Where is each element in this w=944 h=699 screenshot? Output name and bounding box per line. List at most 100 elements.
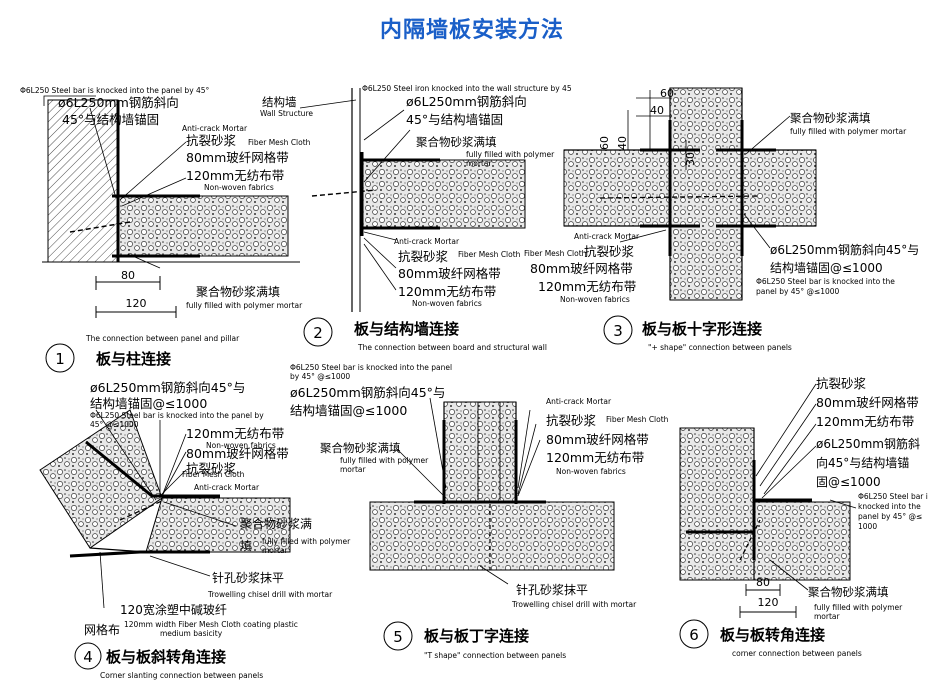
panel-1-mesh-cn: 80mm玻纤网格带 [186,150,289,165]
panel-2-wall-en: Wall Structure [260,109,313,118]
panel-4-mesh-cn: 80mm玻纤网格带 [186,446,289,461]
panel-2-mesh-en: Fiber Mesh Cloth [458,250,521,259]
panel-1-number-circle [45,343,75,373]
panel-6-caption-en: corner connection between panels [732,649,862,658]
panel-6-anticrack-cn: 抗裂砂浆 [816,376,867,391]
panel-3-number: 3 [613,322,623,340]
panel-2-caption-en: The connection between board and structu… [357,343,547,352]
panel-6-number-circle [679,619,709,649]
panel-5-mesh-cn: 80mm玻纤网格带 [546,432,649,447]
panel-6-polymer-en-2: mortar [814,612,841,621]
panel-1-polymer-en: fully filled with polymer mortar [186,301,303,310]
panel-4-number-circle [74,642,102,670]
panel-6-steel-en-2: knocked into the [858,502,921,511]
panel-3-polymer-en: fully filled with polymer mortar [790,127,907,136]
panel-6-drawing [679,383,857,618]
panel-2-mesh-cn: 80mm玻纤网格带 [398,266,501,281]
panel-2-steel-cn-1: ø6L250mm钢筋斜向 [406,94,527,109]
panel-2-number-circle [303,317,333,347]
panel-1-number: 1 [55,350,65,368]
panel-6-polymer-en-1: fully filled with polymer [814,603,903,612]
panel-6-steel-cn-3: 固@≤1000 [816,475,881,489]
panel-4-nonwoven-en: Non-woven fabrics [206,441,276,450]
panel-2-polymer-cn: 聚合物砂浆满填 [416,135,497,149]
panel-5-polymer-en-2: mortar [340,465,367,474]
panel-4-trowel-en: Trowelling chisel drill with mortar [207,590,333,599]
panel-4-steel-en-2: 45° @≤1000 [90,420,139,429]
panel-4-coat-en-1: 120mm width Fiber Mesh Cloth coating pla… [124,620,298,629]
panel-3-steel-cn-1: ø6L250mm钢筋斜向45°与 [770,242,919,257]
panel-1-polymer-cn: 聚合物砂浆满填 [196,284,280,299]
panel-5-steel-en-2: by 45° @≤1000 [290,372,350,381]
panel-5-polymer-en-1: fully filled with polymer [340,456,429,465]
panel-4-steel-en-1: Φ6L250 Steel bar is knocked into the pan… [90,411,264,420]
panel-4-coat-cn-2: 网格布 [84,622,120,637]
panel-3-dim-40: 40 [650,104,664,117]
panel-3-anticrack-cn: 抗裂砂浆 [584,244,635,259]
panel-6-steel-en-3: panel by 45° @≤ [858,512,922,521]
panel-4-polymer-cn-1: 聚合物砂浆满 [240,516,312,531]
panel-3-caption-en: "+ shape" connection between panels [648,343,792,352]
panel-3-polymer-cn: 聚合物砂浆满填 [790,111,871,125]
panel-5-steel-en-1: Φ6L250 Steel bar is knocked into the pan… [290,363,452,372]
panel-4-steel-cn-2: 结构墙锚固@≤1000 [90,396,207,411]
panel-6-mesh-cn: 80mm玻纤网格带 [816,395,919,410]
panel-6-steel-cn-1: ø6L250mm钢筋斜 [816,436,920,451]
panel-1-anticrack-en: Anti-crack Mortar [182,124,248,133]
panel-6-number: 6 [689,626,699,644]
panel-4-polymer-en-2: mortar [262,546,289,555]
panel-1-dim-80: 80 [121,269,135,282]
panel-5-trowel-cn: 针孔砂浆抹平 [516,582,588,597]
panel-2-steel-cn-2: 45°与结构墙锚固 [406,112,503,127]
panel-1-drawing [42,95,300,318]
panel-2-polymer-en-2: mortar [466,159,493,168]
panel-4-caption-en: Corner slanting connection between panel… [100,671,263,680]
panel-4-anticrack-cn: 抗裂砂浆 [186,461,237,476]
panel-3-anticrack-en: Anti-crack Mortar [574,232,640,241]
panel-1-anticrack-cn: 抗裂砂浆 [186,133,237,148]
panel-3-dim-60a: 60 [660,87,674,100]
panel-2-anticrack-en: Anti-crack Mortar [394,237,460,246]
panel-4-caption-cn: 板与板斜转角连接 [106,648,226,666]
panel-4-number: 4 [83,648,93,666]
panel-5-drawing [369,397,615,585]
panel-1-caption-en: The connection between panel and pillar [85,334,240,343]
panel-2-anticrack-cn: 抗裂砂浆 [398,249,449,264]
panel-1-nonwoven-cn: 120mm无纺布带 [186,168,284,183]
panel-3-dim-60b: 60 [598,136,611,150]
panel-1-nonwoven-en: Non-woven fabrics [204,183,274,192]
panel-3-nonwoven-cn: 120mm无纺布带 [538,279,636,294]
panel-6-dim-120: 120 [758,596,779,609]
panel-4-trowel-cn: 针孔砂浆抹平 [212,570,284,585]
panel-3-drawing [563,87,817,301]
panel-5-polymer-cn: 聚合物砂浆满填 [320,441,401,455]
panel-5-nonwoven-en: Non-woven fabrics [556,467,626,476]
panel-3-steel-en-1: Φ6L250 Steel bar is knocked into the [756,277,895,286]
panel-6-steel-cn-2: 向45°与结构墙锚 [816,455,909,470]
panel-1-steel-cn-2: 45°与结构墙锚固 [62,112,159,127]
panel-4-nonwoven-cn: 120mm无纺布带 [186,426,284,441]
panel-3-caption-cn: 板与板十字形连接 [642,320,762,338]
panel-5-anticrack-en: Anti-crack Mortar [546,397,612,406]
panel-1-caption-cn: 板与柱连接 [96,350,171,368]
panel-5-mesh-en: Fiber Mesh Cloth [606,415,669,424]
panel-6-steel-en-4: 1000 [858,522,877,531]
panel-4-mesh-en: Fiber Mesh Cloth [182,470,245,479]
panel-2-polymer-en-1: fully filled with polymer [466,150,555,159]
panel-3-nonwoven-en: Non-woven fabrics [560,295,630,304]
panel-4-polymer-en-1: fully filled with polymer [262,537,351,546]
panel-6-steel-en-1: Φ6L250 Steel bar i [858,492,928,501]
panel-1-dim-120: 120 [126,297,147,310]
panel-6-nonwoven-cn: 120mm无纺布带 [816,414,914,429]
panel-2-nonwoven-cn: 120mm无纺布带 [398,284,496,299]
panel-3-mesh-en: Fiber Mesh Cloth [524,249,587,258]
page-title: 内隔墙板安装方法 [379,18,564,43]
panel-3-mesh-cn: 80mm玻纤网格带 [530,261,633,276]
panel-4-coat-en-2: medium basicity [160,629,223,638]
panel-1-steel-cn-1: ø6L250mm钢筋斜向 [58,95,179,110]
panel-5-anticrack-cn: 抗裂砂浆 [546,413,597,428]
panel-5-steel-cn-1: ø6L250mm钢筋斜向45°与 [290,385,445,400]
panel-6-dim-80: 80 [756,576,770,589]
panel-2-wall-cn: 结构墙 [262,95,297,109]
